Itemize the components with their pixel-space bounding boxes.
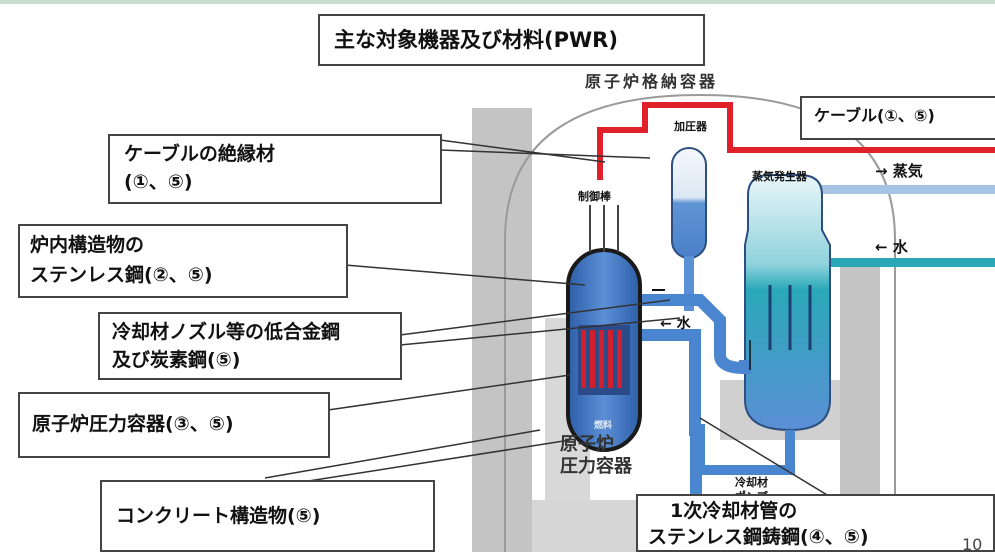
callout-piping-line1: 1次冷却材管の (670, 500, 798, 522)
steam-generator-label: 蒸気発生器 (752, 170, 807, 183)
pressurizer (671, 147, 707, 259)
feedwater-line (818, 258, 995, 267)
callout-line-cable-insulation-a (439, 139, 606, 163)
pump-label-1: 冷却材 (735, 476, 768, 489)
callout-rpv: 原子炉圧力容器(③、⑤) (18, 392, 330, 458)
containment-outline (504, 93, 896, 552)
callout-internals-line1: 炉内構造物の (30, 234, 145, 256)
surge-line (684, 256, 694, 311)
fuel-rods (581, 330, 622, 388)
cable-line (597, 102, 995, 180)
vessel-label-1: 原子炉 (560, 434, 614, 455)
steam-generator (744, 174, 831, 432)
steam-out-label: → 蒸気 (875, 162, 923, 180)
water-return-label: ← 水 (660, 316, 691, 332)
page-title: 主な対象機器及び材料(PWR) (334, 28, 618, 52)
callout-concrete: コンクリート構造物(⑤) (100, 480, 435, 552)
callout-nozzle-line2: 及び炭素鋼(⑤) (112, 349, 241, 371)
callout-concrete-text: コンクリート構造物(⑤) (116, 505, 321, 527)
steam-line (818, 185, 995, 194)
callout-internals: 炉内構造物の ステンレス鋼(②、⑤) (18, 224, 348, 298)
callout-cable-insulation: ケーブルの絶縁材 (①、⑤) (108, 134, 442, 204)
sg-tubes (768, 285, 812, 350)
control-rods-label: 制御棒 (578, 190, 611, 203)
callout-cable-insulation-line2: (①、⑤) (124, 171, 193, 193)
callout-cable: ケーブル(①、⑤) (800, 96, 995, 140)
callout-line-internals (344, 264, 586, 286)
callout-nozzle-line1: 冷却材ノズル等の低合金鋼 (112, 321, 341, 343)
control-rod-drives (589, 205, 619, 252)
callout-line-nozzle-a (399, 299, 671, 336)
vessel-label-2: 圧力容器 (560, 456, 632, 477)
callout-line-cable-insulation-b (439, 149, 651, 159)
callout-nozzle: 冷却材ノズル等の低合金鋼 及び炭素鋼(⑤) (98, 312, 402, 380)
containment-label: 原子炉格納容器 (585, 72, 719, 91)
callout-line-concrete-b (269, 439, 571, 488)
cold-leg (637, 329, 705, 436)
callout-piping: 1次冷却材管の ステンレス鋼鋳鋼(④、⑤) (636, 494, 995, 552)
top-accent-bar (0, 0, 995, 4)
pressurizer-label: 加圧器 (674, 120, 707, 133)
callout-cable-insulation-line1: ケーブルの絶縁材 (124, 143, 275, 165)
hot-leg (637, 294, 751, 375)
title-box: 主な対象機器及び材料(PWR) (318, 14, 705, 66)
water-in-label: ← 水 (875, 238, 908, 256)
fuel-label: 燃料 (594, 421, 613, 431)
callout-line-rpv (327, 374, 571, 411)
page-number: 10 (962, 535, 983, 554)
concrete-wall-left (472, 108, 532, 552)
callout-internals-line2: ステンレス鋼(②、⑤) (30, 264, 213, 286)
callout-line-concrete-a (264, 429, 541, 479)
callout-rpv-text: 原子炉圧力容器(③、⑤) (32, 413, 234, 435)
callout-line-nozzle-b (399, 317, 681, 346)
callout-cable-text: ケーブル(①、⑤) (814, 106, 935, 125)
callout-piping-line2: ステンレス鋼鋳鋼(④、⑤) (648, 526, 869, 548)
